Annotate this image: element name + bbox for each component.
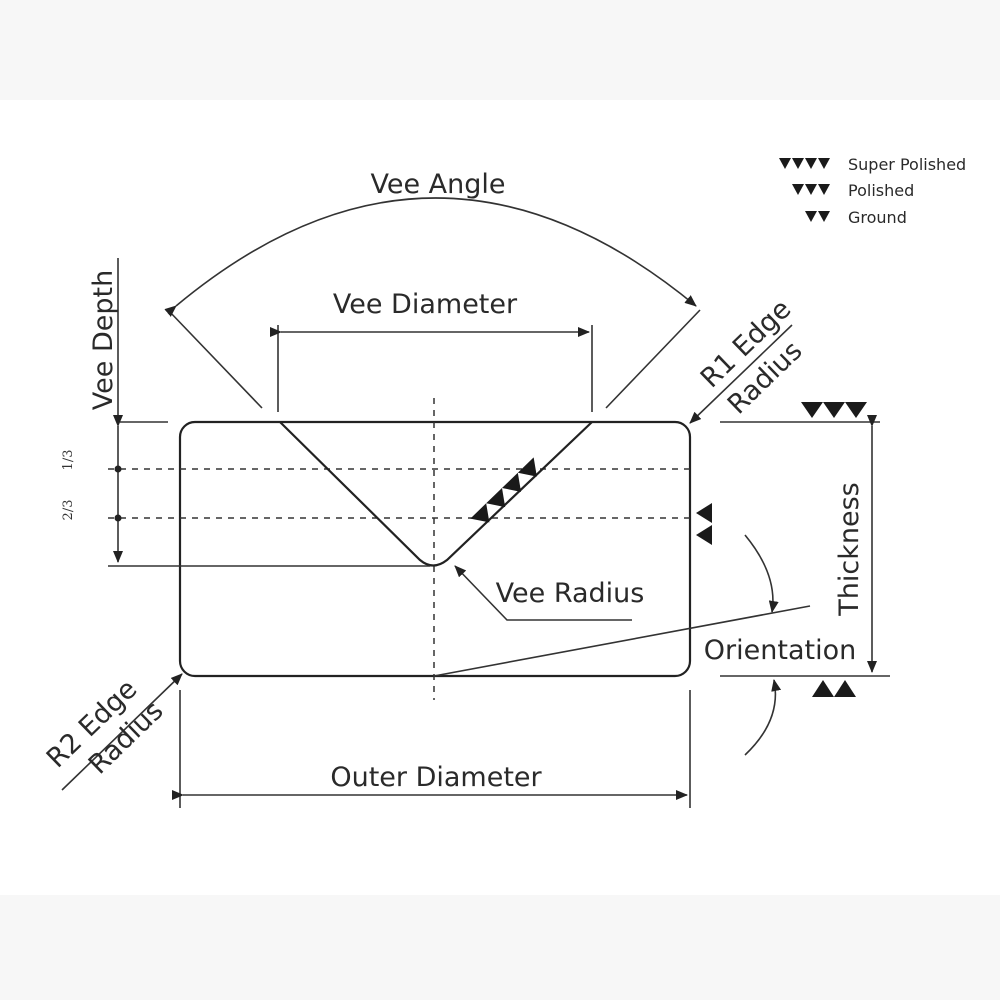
r1-edge-radius-leader — [689, 324, 793, 424]
one-third-fraction: 1/3 — [61, 450, 76, 471]
vee-radius-label: Vee Radius — [496, 578, 645, 609]
vee-angle-label: Vee Angle — [370, 169, 505, 200]
thickness-label: Thickness — [834, 482, 865, 616]
edge-surface-finish-ground — [696, 503, 712, 545]
one-third-marker — [114, 465, 122, 473]
legend-ground-symbol — [805, 211, 830, 222]
bottom-surface-finish-ground — [812, 680, 856, 697]
orientation-arrow-upper — [744, 534, 779, 613]
orientation-line — [433, 605, 811, 677]
vee-angle-left-extension — [167, 309, 263, 409]
vee-angle-arc — [164, 197, 697, 317]
r2-edge-radius-leader — [61, 673, 183, 791]
vee-depth-label: Vee Depth — [88, 270, 119, 410]
two-thirds-fraction: 2/3 — [61, 500, 76, 521]
vee-surface-finish-super-polished — [470, 457, 537, 523]
vee-radius-leader — [454, 565, 632, 621]
vee-groove — [279, 421, 593, 567]
vee-angle-right-extension — [605, 309, 701, 409]
orientation-label: Orientation — [704, 635, 856, 666]
legend-polished-symbol — [792, 184, 830, 195]
orientation-arrow-lower — [744, 679, 782, 756]
legend-super-polished-symbol — [779, 158, 830, 169]
part-outline — [178, 420, 692, 678]
top-surface-finish-polished — [801, 402, 867, 418]
outer-diameter-label: Outer Diameter — [330, 762, 542, 793]
vee-diameter-label: Vee Diameter — [333, 289, 518, 320]
legend-super-polished-label: Super Polished — [848, 155, 966, 174]
two-thirds-marker — [114, 514, 122, 522]
legend-ground-label: Ground — [848, 208, 907, 227]
legend-polished-label: Polished — [848, 181, 914, 200]
